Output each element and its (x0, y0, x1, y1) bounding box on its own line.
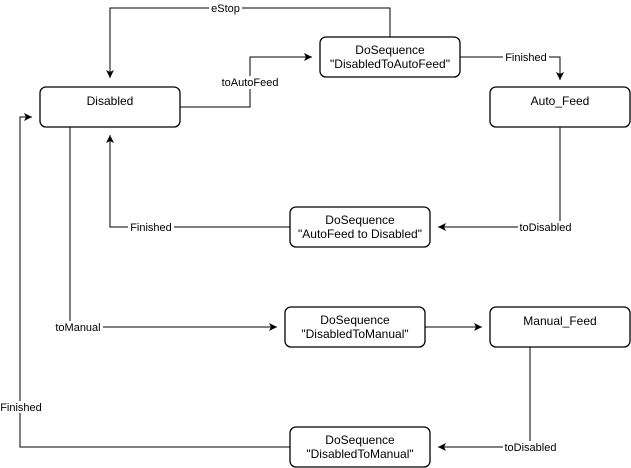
label-finished-lower: Finished (0, 401, 42, 414)
state-disabled: Disabled (39, 86, 181, 128)
state-seq-autofeed-to-disabled: DoSequence "AutoFeed to Disabled" (289, 206, 431, 248)
svg-text:toManual: toManual (55, 322, 100, 334)
edge-finished-to-disabled-upper (106, 135, 290, 228)
svg-text:"DisabledToManual": "DisabledToManual" (306, 447, 413, 461)
svg-text:Auto_Feed: Auto_Feed (531, 94, 590, 108)
state-auto-feed: Auto_Feed (489, 86, 631, 128)
label-to-disabled-autofeed: toDisabled (518, 221, 573, 234)
edge-finished-to-autofeed (460, 56, 564, 80)
svg-text:"AutoFeed to Disabled": "AutoFeed to Disabled" (298, 227, 422, 241)
svg-text:"DisabledToAutoFeed": "DisabledToAutoFeed" (330, 57, 450, 71)
svg-text:toDisabled: toDisabled (520, 222, 572, 234)
state-manual-feed: Manual_Feed (489, 306, 631, 348)
svg-text:Disabled: Disabled (87, 94, 134, 108)
svg-text:Finished: Finished (130, 222, 172, 234)
label-estop: eStop (209, 2, 242, 15)
label-finished-upper: Finished (128, 221, 174, 234)
svg-text:DoSequence: DoSequence (320, 313, 390, 327)
svg-text:toAutoFeed: toAutoFeed (222, 77, 279, 89)
edge-estop (106, 7, 391, 78)
label-to-autofeed: toAutoFeed (220, 76, 280, 89)
label-to-disabled-manual: toDisabled (503, 441, 558, 454)
edge-finished-to-disabled-lower (19, 113, 290, 448)
svg-text:Finished: Finished (0, 402, 42, 414)
state-seq-manual-to-disabled: DoSequence "DisabledToManual" (289, 426, 431, 468)
state-seq-disabled-to-autofeed: DoSequence "DisabledToAutoFeed" (319, 36, 461, 78)
state-seq-disabled-to-manual: DoSequence "DisabledToManual" (284, 306, 426, 348)
svg-text:DoSequence: DoSequence (325, 213, 395, 227)
svg-text:Finished: Finished (505, 52, 547, 64)
label-to-manual: toManual (53, 321, 103, 334)
edge-autofeed-to-disabled (438, 127, 561, 231)
edge-manual-to-disabled (438, 347, 531, 451)
svg-text:toDisabled: toDisabled (505, 442, 557, 454)
svg-text:"DisabledToManual": "DisabledToManual" (301, 327, 408, 341)
svg-text:DoSequence: DoSequence (325, 433, 395, 447)
svg-text:Manual_Feed: Manual_Feed (523, 314, 596, 328)
svg-text:eStop: eStop (211, 3, 240, 15)
label-finished-autofeed: Finished (503, 51, 549, 64)
svg-text:DoSequence: DoSequence (355, 43, 425, 57)
